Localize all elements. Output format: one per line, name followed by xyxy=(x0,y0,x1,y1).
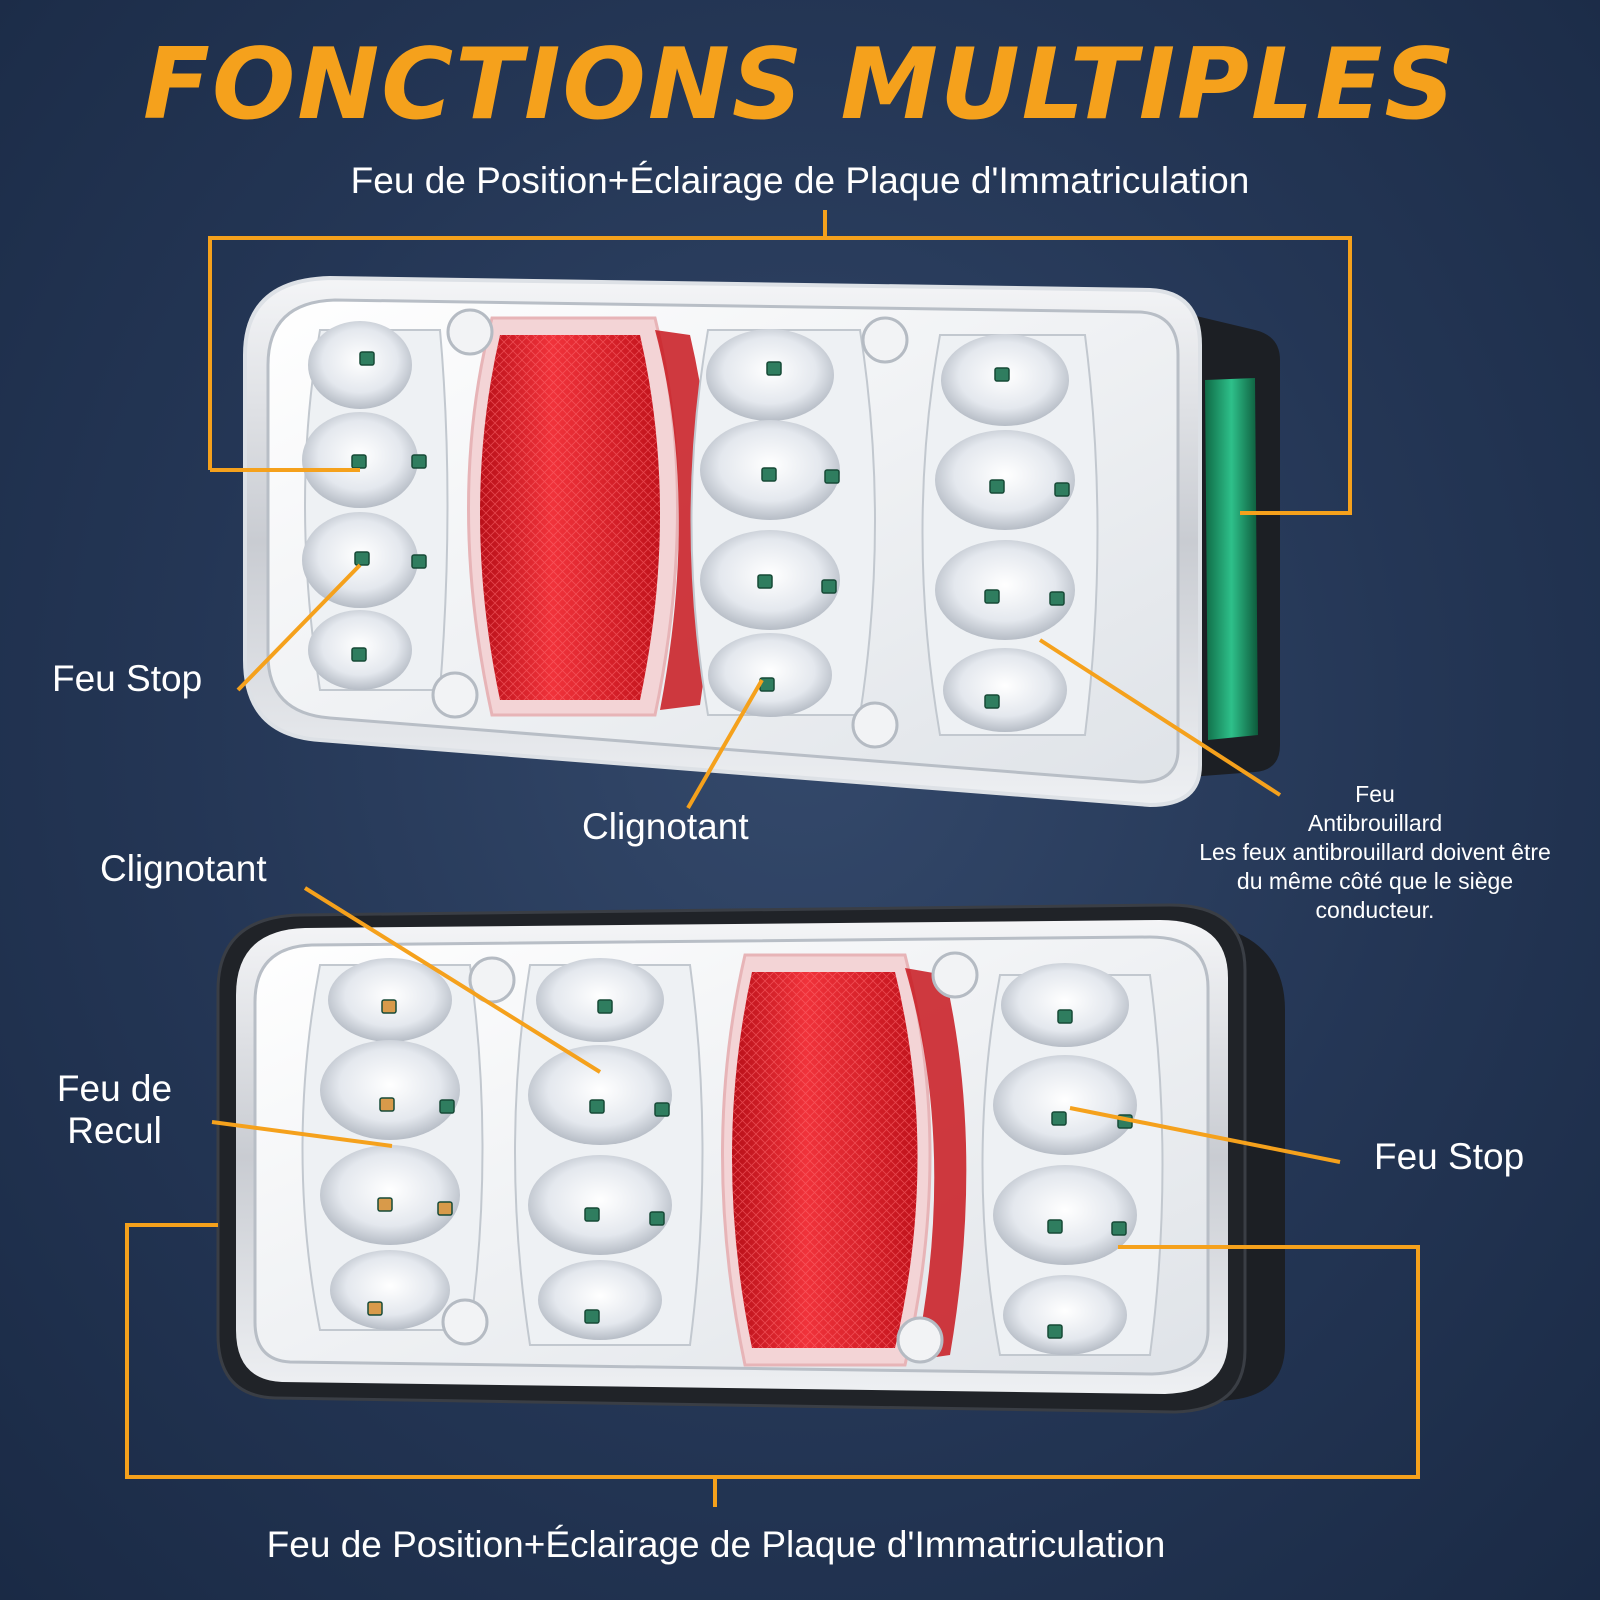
fog-light-label: Feu Antibrouillard Les feux antibrouilla… xyxy=(1160,780,1590,925)
bottom-red-reflector xyxy=(721,953,967,1367)
bottom-stop-label: Feu Stop xyxy=(1374,1136,1525,1177)
fog-title-line-1: Feu xyxy=(1355,781,1395,807)
top-stop-label: Feu Stop xyxy=(52,658,203,699)
reverse-line-1: Feu de xyxy=(56,1068,173,1109)
bottom-led-pod-1 xyxy=(301,958,484,1331)
bottom-bracket xyxy=(125,1223,1420,1479)
page-title: FONCTIONS MULTIPLES xyxy=(143,28,1457,142)
top-stop-line xyxy=(236,563,362,692)
top-bracket xyxy=(208,236,1352,515)
bottom-turn-line xyxy=(303,886,602,1074)
bottom-screws xyxy=(441,951,979,1364)
reverse-light-label: Feu de Recul xyxy=(52,1068,177,1152)
top-red-reflector xyxy=(467,316,713,717)
top-turn-line xyxy=(686,678,764,810)
fog-note-line-1: Les feux antibrouillard doivent être xyxy=(1199,839,1551,865)
top-led-chips xyxy=(351,351,1070,709)
bottom-led-pod-3 xyxy=(981,963,1164,1356)
fog-note-line-3: conducteur. xyxy=(1315,897,1435,923)
top-position-caption: Feu de Position+Éclairage de Plaque d'Im… xyxy=(350,160,1250,201)
bottom-stop-line xyxy=(1069,1106,1341,1164)
bottom-position-caption: Feu de Position+Éclairage de Plaque d'Im… xyxy=(266,1524,1166,1565)
top-screws xyxy=(431,308,909,749)
reverse-line xyxy=(211,1120,393,1148)
top-led-pod-1 xyxy=(302,321,449,691)
bottom-led-pod-2 xyxy=(514,958,704,1346)
callout-lines xyxy=(125,210,1420,1507)
top-led-pod-2 xyxy=(690,329,876,717)
bottom-tail-light xyxy=(216,903,1285,1414)
reverse-line-2: Recul xyxy=(67,1110,162,1151)
bottom-turn-signal-label: Clignotant xyxy=(100,848,267,889)
fog-title-line-2: Antibrouillard xyxy=(1307,810,1443,836)
top-turn-signal-label: Clignotant xyxy=(582,806,749,847)
top-tail-light xyxy=(243,275,1280,808)
top-side-marker-lens xyxy=(1205,378,1258,740)
fog-line xyxy=(1038,638,1282,797)
top-led-pod-3 xyxy=(921,334,1099,736)
fog-note-line-2: du même côté que le siège xyxy=(1236,868,1514,894)
